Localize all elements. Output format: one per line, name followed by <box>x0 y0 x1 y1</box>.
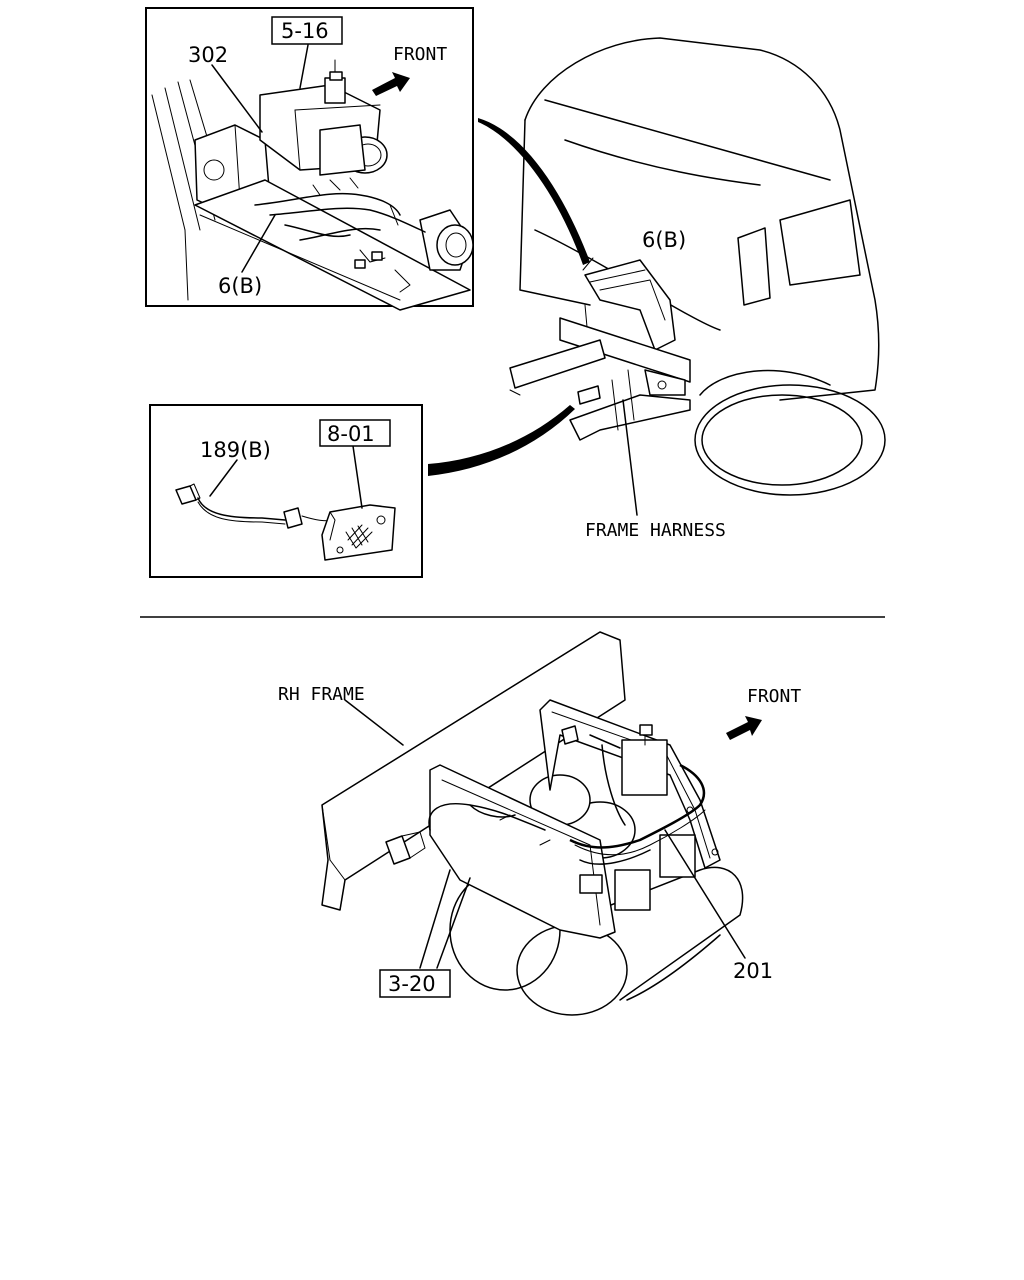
part-label-201: 201 <box>733 959 773 983</box>
leader-arrow-upper <box>478 118 590 265</box>
inset-lower: 8-01 189(B) <box>149 404 423 578</box>
lamp-lens-pattern <box>345 524 373 549</box>
ref-box-5-16: 5-16 <box>281 19 329 43</box>
part-label-302: 302 <box>188 43 228 67</box>
rh-frame-label: RH FRAME <box>278 684 365 705</box>
bottom-assembly-illustration: RH FRAME FRONT 3-20 201 <box>278 631 801 1016</box>
leader-arrow-lower <box>428 405 575 476</box>
ref-box-3-20: 3-20 <box>388 972 436 996</box>
frame-harness-label: FRAME HARNESS <box>585 520 726 541</box>
part-label-189b: 189(B) <box>200 438 271 462</box>
truck-cab-illustration <box>509 37 886 516</box>
inset-upper: 5-16 302 FRONT 6(B) <box>145 7 474 311</box>
harness-label-6b-cab: 6(B) <box>642 228 686 252</box>
front-label-upper: FRONT <box>393 44 447 65</box>
front-label-lower: FRONT <box>747 686 801 707</box>
harness-label-6b-inset: 6(B) <box>218 274 262 298</box>
ref-box-8-01: 8-01 <box>327 422 375 446</box>
